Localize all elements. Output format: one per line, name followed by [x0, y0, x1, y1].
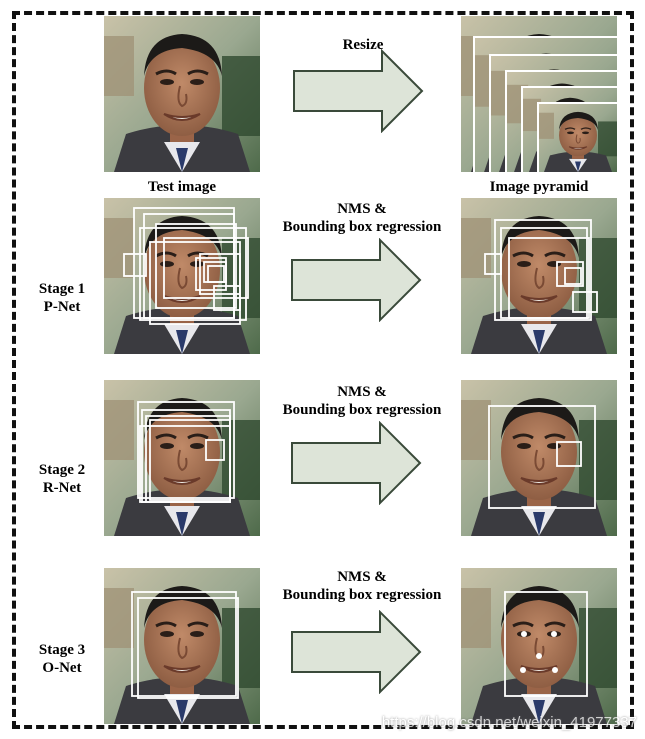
stage1-name: Stage 1 [38, 281, 86, 297]
stage1-nms-label: NMS & Bounding box regression [262, 200, 462, 236]
stage3-nms-line1: NMS & [337, 569, 387, 585]
stage3-output-box [504, 591, 588, 697]
stage1-output [461, 198, 617, 354]
watermark: https://blog.csdn.net/weixin_41977337 [381, 714, 637, 731]
stage3-arrow [290, 610, 422, 694]
dashed-border [12, 11, 634, 729]
stage3-input [104, 568, 260, 724]
stage3-nms-label: NMS & Bounding box regression [262, 568, 462, 604]
image-pyramid [461, 16, 617, 172]
stage2-arrow [290, 421, 422, 505]
stage2-output [461, 380, 617, 536]
stage3-output [461, 568, 617, 724]
stage2-nms-label: NMS & Bounding box regression [262, 383, 462, 419]
resize-arrow [292, 49, 424, 133]
stage1-input [104, 198, 260, 354]
facial-landmarks [520, 631, 558, 673]
test-image-label: Test image [147, 179, 217, 195]
test-image [104, 16, 260, 172]
stage3-net: O-Net [42, 660, 82, 676]
stage2-output-boxes [488, 405, 596, 509]
stage2-candidate-boxes [137, 401, 235, 503]
stage2-nms-line2: Bounding box regression [282, 402, 442, 418]
stage2-net: R-Net [42, 480, 82, 496]
stage3-nms-line2: Bounding box regression [282, 587, 442, 603]
stage1-nms-line2: Bounding box regression [282, 219, 442, 235]
stage1-label: Stage 1 P-Net [22, 280, 102, 316]
stage1-candidate-boxes [123, 207, 249, 325]
stage2-name: Stage 2 [38, 462, 86, 478]
resize-label: Resize [342, 37, 384, 53]
image-pyramid-label: Image pyramid [489, 179, 589, 195]
stage1-output-boxes [484, 219, 598, 321]
stage3-label: Stage 3 O-Net [22, 641, 102, 677]
stage3-name: Stage 3 [38, 642, 86, 658]
stage1-arrow [290, 238, 422, 322]
stage1-net: P-Net [43, 299, 81, 315]
stage1-nms-line1: NMS & [337, 201, 387, 217]
stage2-input [104, 380, 260, 536]
stage2-label: Stage 2 R-Net [22, 461, 102, 497]
stage3-candidate-boxes [131, 591, 239, 699]
stage2-nms-line1: NMS & [337, 384, 387, 400]
